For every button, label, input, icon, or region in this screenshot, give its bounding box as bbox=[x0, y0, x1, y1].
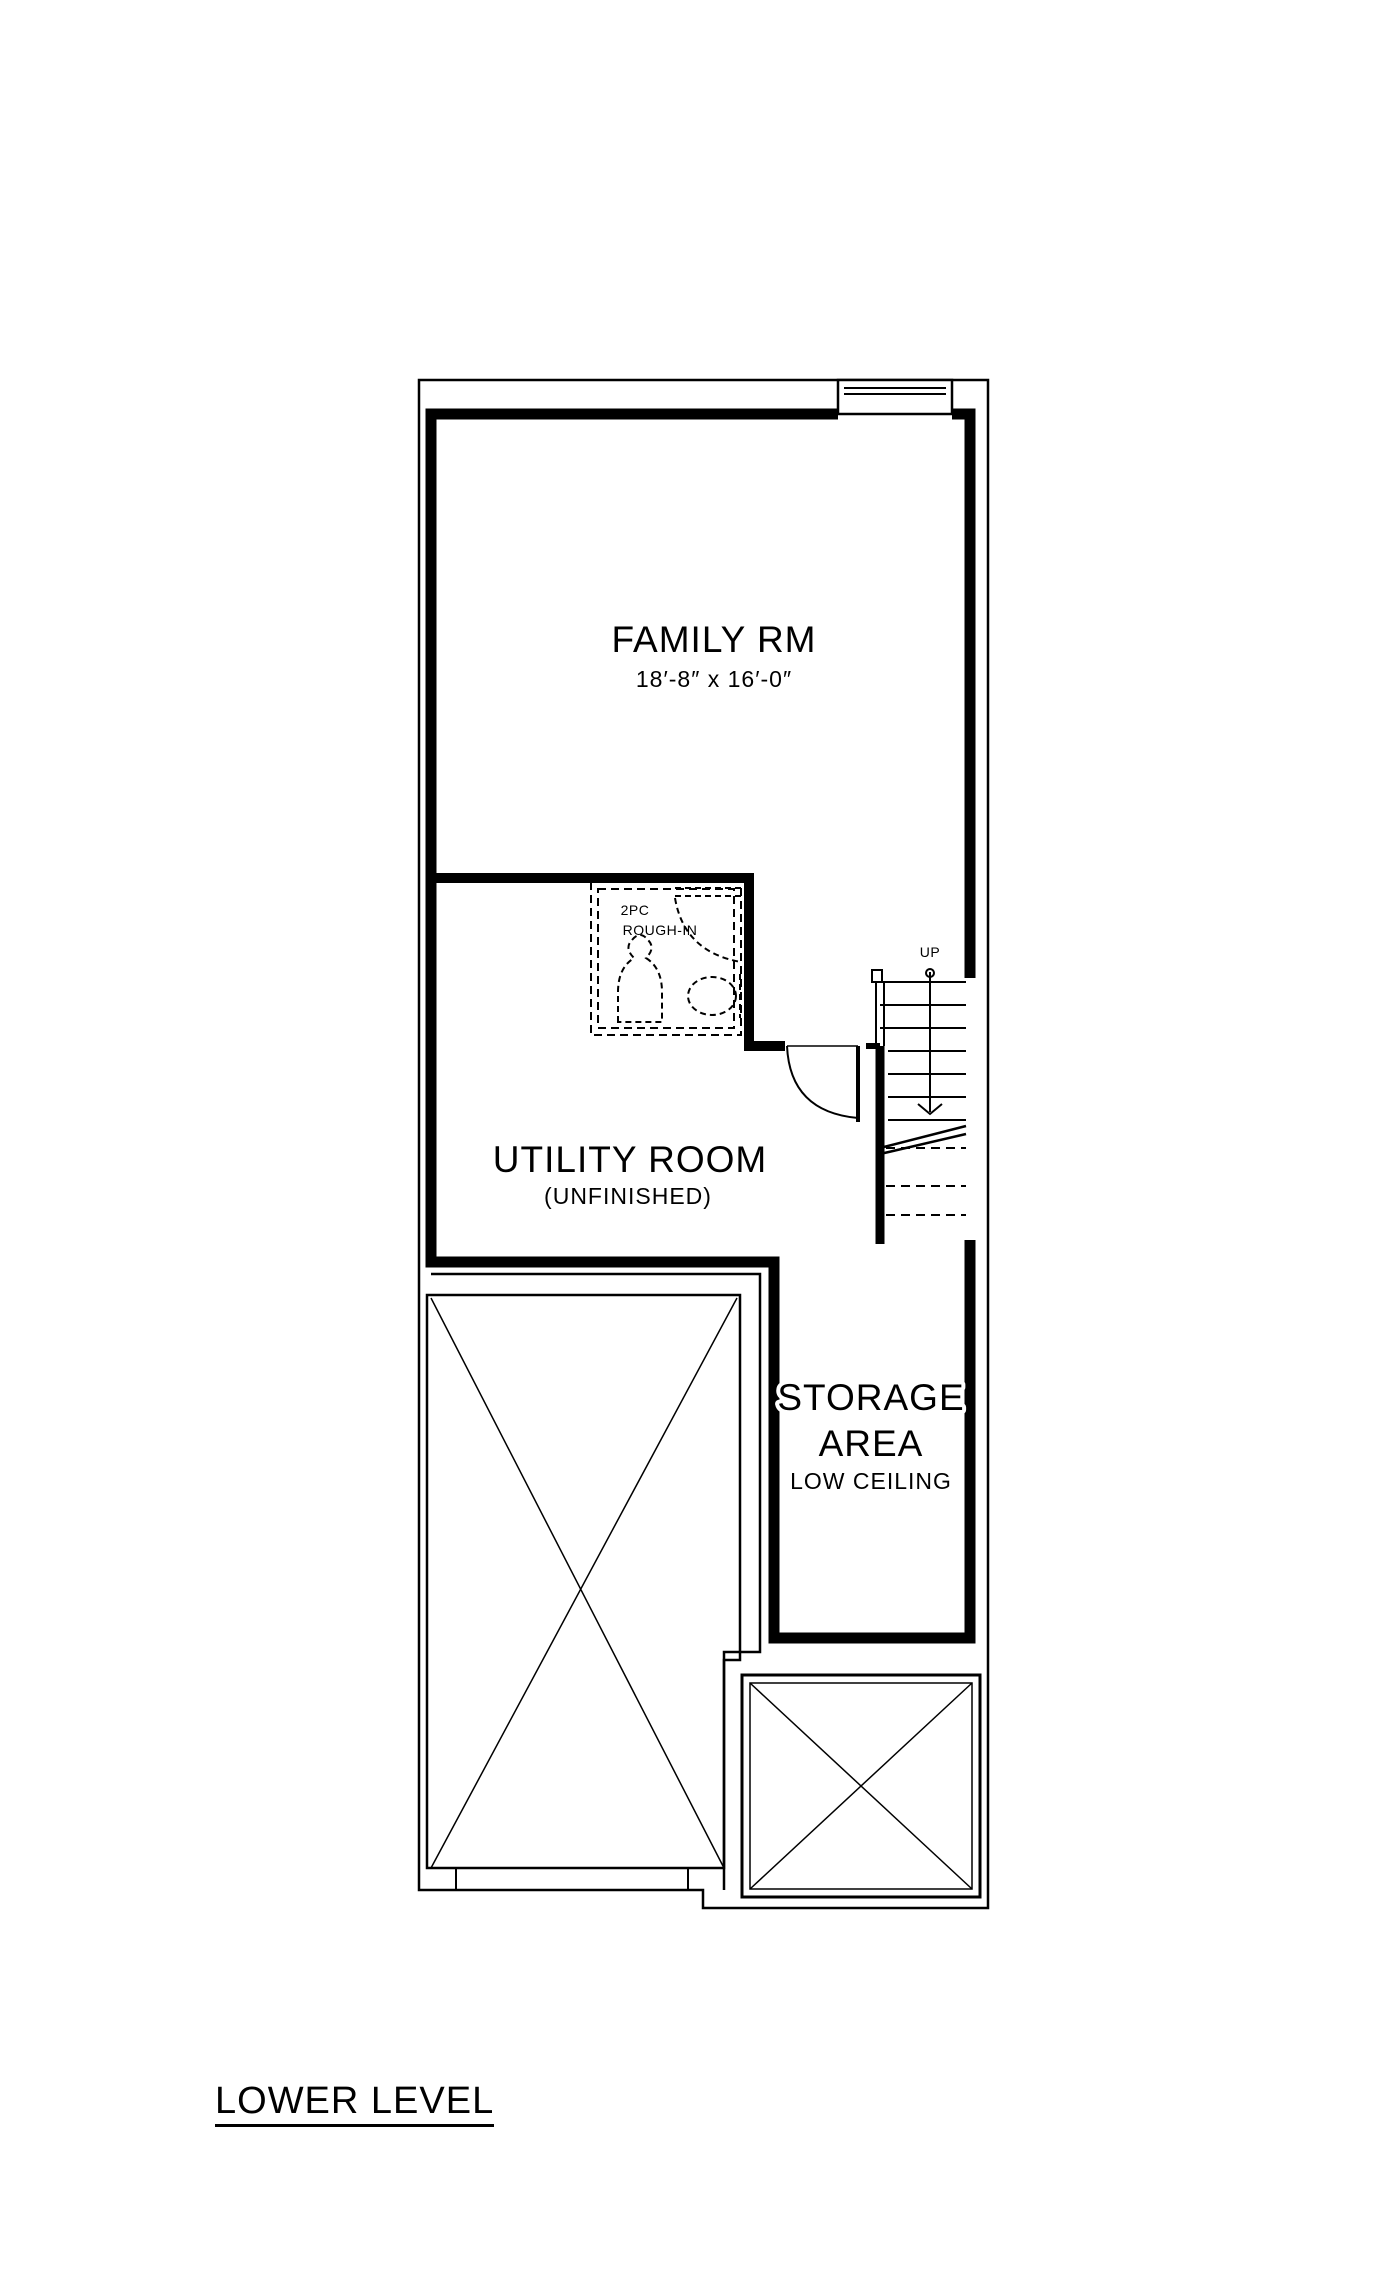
utility-door bbox=[786, 1045, 860, 1122]
storage-note: LOW CEILING bbox=[790, 1468, 952, 1494]
garage-outline bbox=[431, 1272, 762, 1890]
stair bbox=[871, 968, 967, 1216]
garage-x-symbol bbox=[425, 1293, 742, 1890]
bathroom-label-line2: ROUGH-IN bbox=[623, 922, 698, 938]
sink-icon bbox=[687, 974, 741, 1018]
family-room-name: FAMILY RM bbox=[611, 619, 816, 660]
interior-wall-bath bbox=[431, 873, 785, 1051]
bathroom-label-line1: 2PC bbox=[621, 902, 650, 918]
storage-label-line1: STORAGE bbox=[777, 1377, 964, 1418]
toilet-icon bbox=[617, 934, 663, 1023]
porch-x-symbol bbox=[740, 1673, 982, 1899]
bathroom-rough-in bbox=[590, 881, 742, 1036]
utility-room-name: UTILITY ROOM bbox=[493, 1139, 767, 1180]
stair-up-label: UP bbox=[920, 944, 940, 960]
exterior-wall-east bbox=[952, 408, 976, 978]
family-room-dimensions: 18′-8″ x 16′-0″ bbox=[636, 666, 792, 692]
storage-label-line2: AREA bbox=[819, 1423, 924, 1464]
level-title: LOWER LEVEL bbox=[215, 2082, 495, 2127]
utility-room-note: (UNFINISHED) bbox=[544, 1183, 712, 1209]
stair-wall bbox=[866, 1043, 885, 1244]
exterior-wall bbox=[425, 408, 976, 1644]
window bbox=[836, 378, 954, 416]
bath-door-swing bbox=[674, 887, 742, 963]
outer-outline bbox=[417, 378, 990, 1910]
